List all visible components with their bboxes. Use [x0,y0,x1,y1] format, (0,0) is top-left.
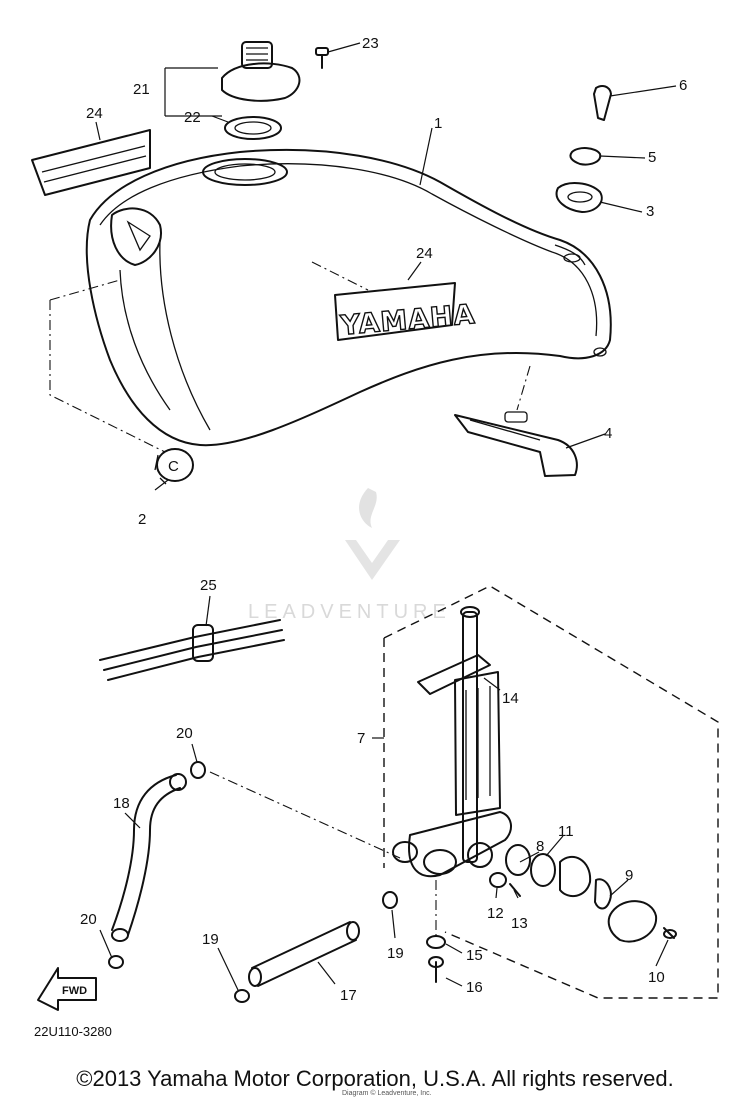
part-label-10: 10 [648,969,665,986]
part-number-labels: 1 2 3 4 5 6 7 8 9 10 11 12 13 14 15 16 1… [80,35,687,1004]
fuel-tank-exploded-diagram: LEADVENTURE YAMAHA [31,35,719,1039]
part-label-17: 17 [340,987,357,1004]
emblem-strip [31,129,151,196]
part-label-22: 22 [184,109,201,126]
part-label-8: 8 [536,838,544,855]
forward-arrow: FWD [37,967,97,1011]
watermark: LEADVENTURE [248,488,451,623]
part-label-5: 5 [648,149,656,166]
part-label-19a: 19 [202,931,219,948]
part-label-3: 3 [646,203,654,220]
part-label-16: 16 [466,979,483,996]
part-label-6: 6 [679,77,687,94]
part-label-9: 9 [625,867,633,884]
cap-letter: C [168,458,179,475]
tank-emblem-text: YAMAHA [338,299,476,342]
leader-lines [95,42,677,991]
part-label-4: 4 [604,425,612,442]
part-label-18: 18 [113,795,130,812]
part-label-23: 23 [362,35,379,52]
fuel-tank: YAMAHA [85,148,612,447]
part-label-25: 25 [200,577,217,594]
part-label-1: 1 [434,115,442,132]
part-label-11: 11 [558,823,574,840]
fuel-petcock-assembly [383,585,719,999]
footer-fine-print: Diagram © Leadventure, Inc. [342,1090,432,1097]
part-label-12: 12 [487,905,504,922]
part-label-21: 21 [133,81,150,98]
fuel-hoses [108,761,401,1003]
damper-parts [555,85,612,213]
part-label-24b: 24 [416,245,433,262]
fuel-cap-assembly [221,41,329,140]
watermark-text: LEADVENTURE [248,601,451,623]
wire-clamp [99,619,285,681]
copyright-footer: ©2013 Yamaha Motor Corporation, U.S.A. A… [76,1066,674,1091]
part-label-14: 14 [502,690,519,707]
part-label-20a: 20 [176,725,193,742]
forward-arrow-label: FWD [62,985,87,997]
part-label-20b: 20 [80,911,97,928]
part-label-7: 7 [357,730,365,747]
part-label-19b: 19 [387,945,404,962]
mount-bracket [454,365,578,477]
part-label-2: 2 [138,511,146,528]
part-label-13: 13 [511,915,528,932]
diagram-code: 22U110-3280 [34,1024,112,1039]
part-label-24a: 24 [86,105,103,122]
part-label-15: 15 [466,947,483,964]
